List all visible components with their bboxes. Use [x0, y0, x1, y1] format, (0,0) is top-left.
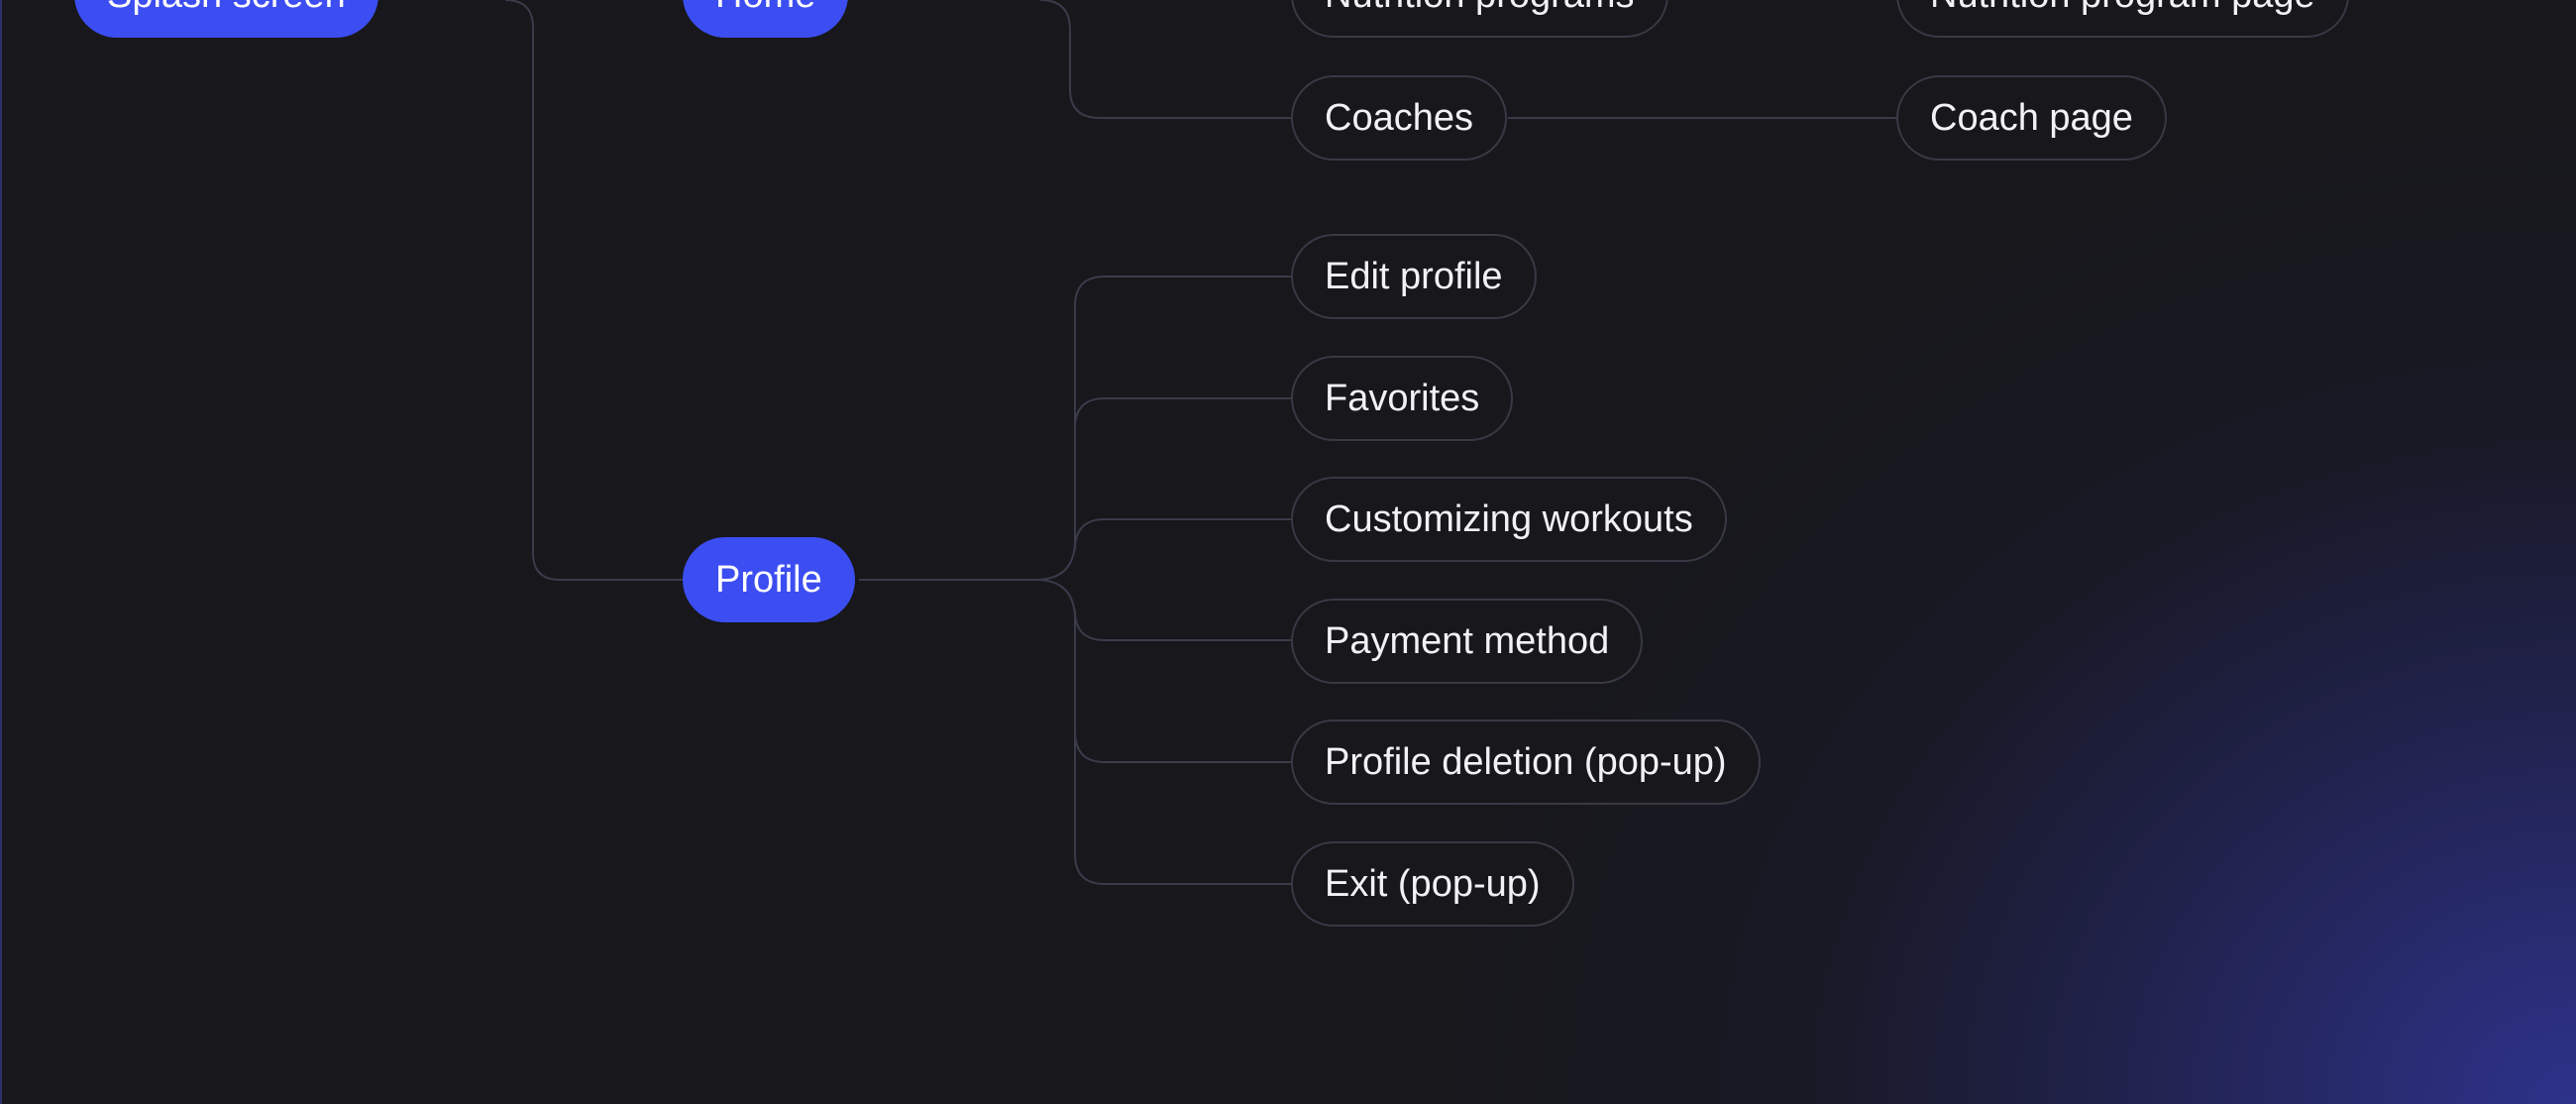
node-payment-method[interactable]: Payment method	[1291, 599, 1644, 684]
node-edit-profile[interactable]: Edit profile	[1291, 234, 1537, 319]
node-profile[interactable]: Profile	[683, 537, 855, 622]
node-exit-popup[interactable]: Exit (pop-up)	[1291, 841, 1574, 927]
canvas-edge	[0, 0, 2, 1104]
node-profile-deletion-popup[interactable]: Profile deletion (pop-up)	[1291, 719, 1761, 805]
connector-profile-deletion	[1074, 730, 1293, 763]
node-customizing-workouts[interactable]: Customizing workouts	[1291, 477, 1727, 562]
connector-profile-customizing	[1074, 518, 1293, 551]
connector-profile-favorites	[1074, 397, 1293, 429]
node-coaches[interactable]: Coaches	[1291, 75, 1507, 161]
node-home[interactable]: Home	[683, 0, 849, 38]
node-splash-screen[interactable]: Splash screen	[74, 0, 378, 38]
connector-profile-exit-popup	[1074, 609, 1293, 641]
node-nutrition-program-page[interactable]: Nutrition program page	[1896, 0, 2349, 38]
connector-profile-payment	[1034, 579, 1293, 885]
node-coach-page[interactable]: Coach page	[1896, 75, 2167, 161]
connector-splash-profile	[504, 0, 684, 581]
node-nutrition-programs[interactable]: Nutrition programs	[1291, 0, 1668, 38]
node-favorites[interactable]: Favorites	[1291, 356, 1514, 441]
connector-home-coaches	[1039, 0, 1293, 119]
